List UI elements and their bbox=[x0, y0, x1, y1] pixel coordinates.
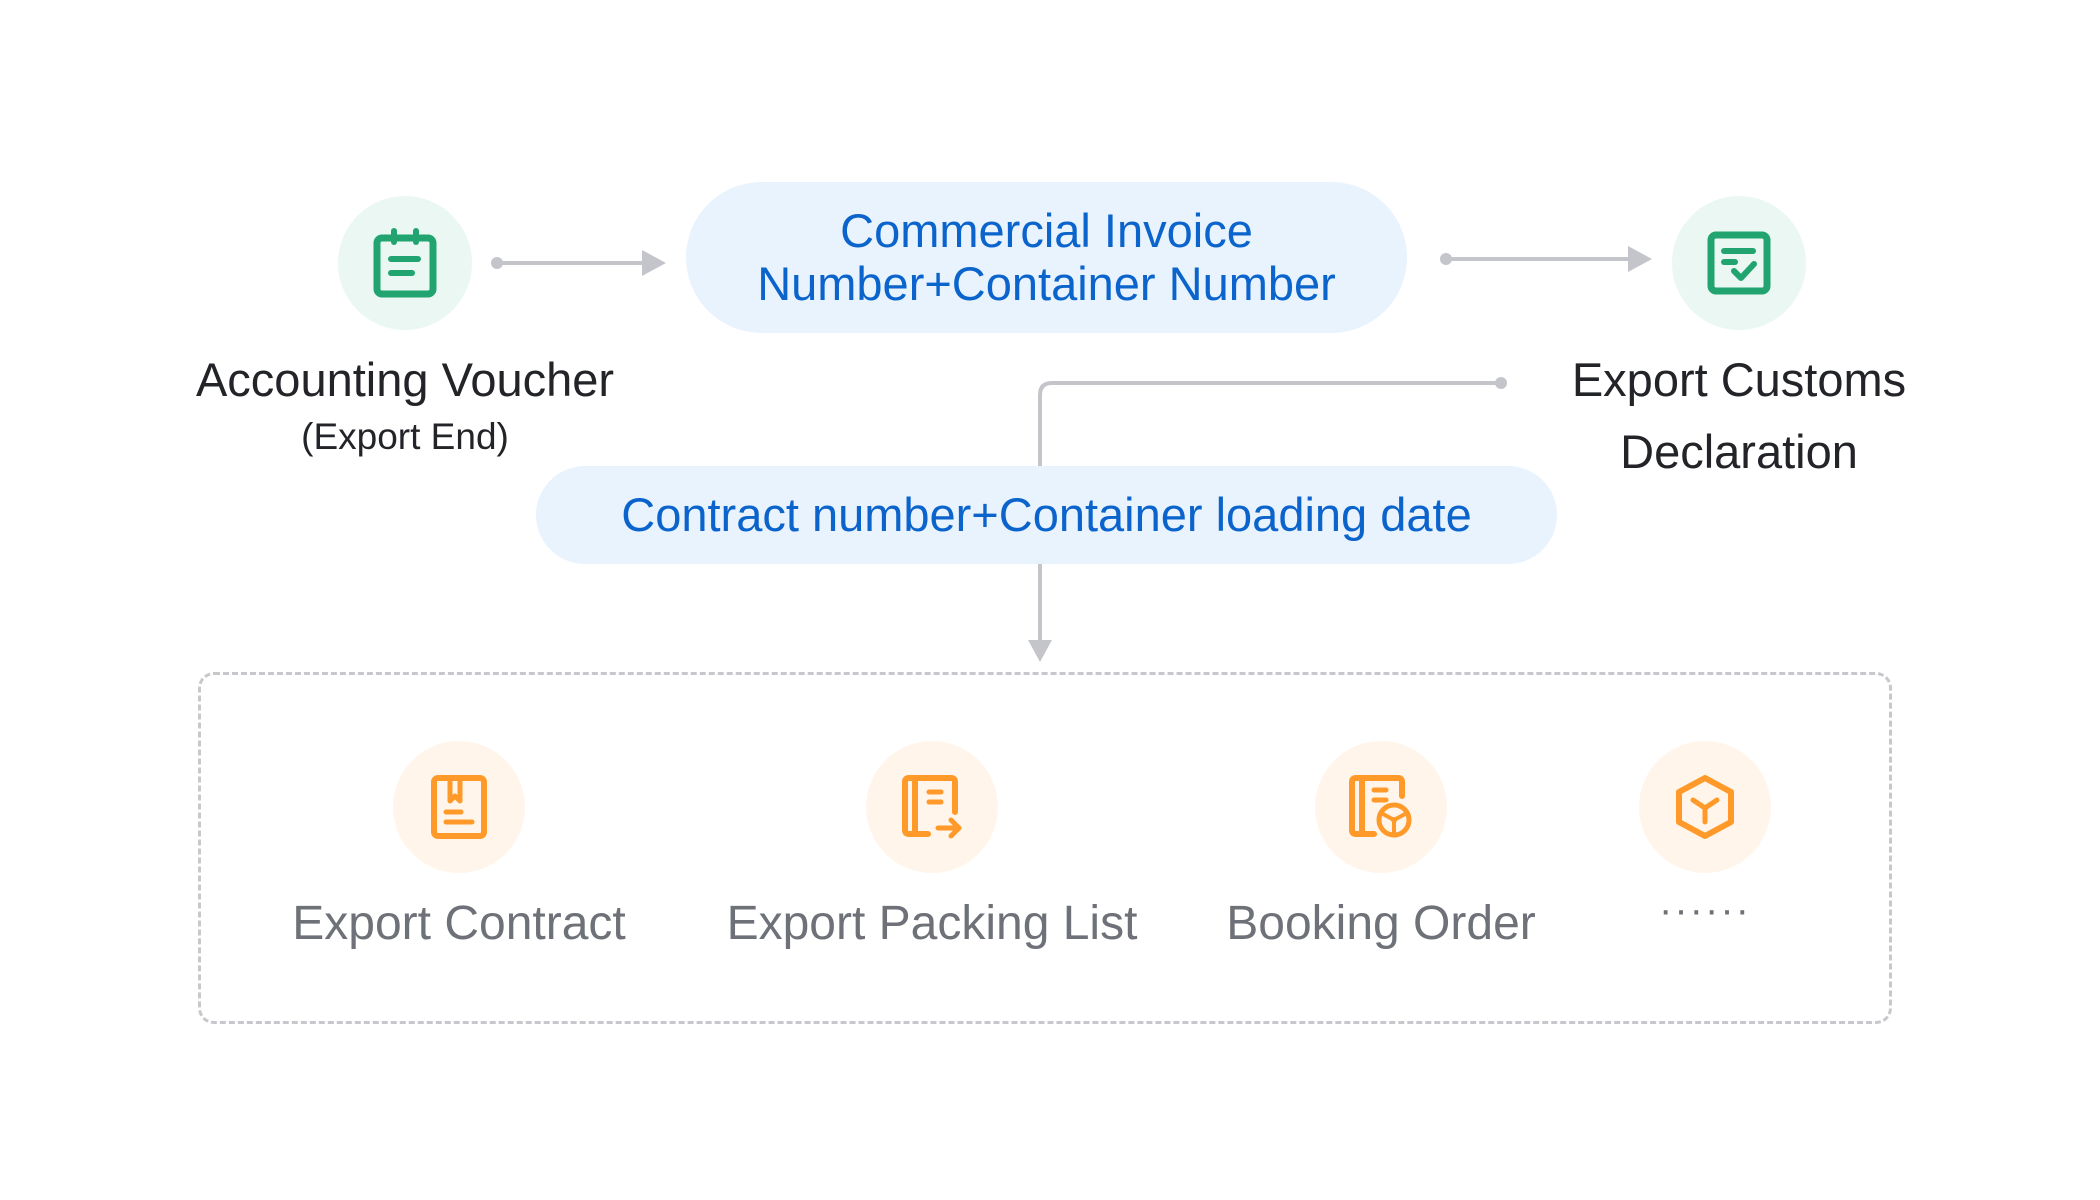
export-packing-list-label: Export Packing List bbox=[726, 897, 1138, 950]
accounting-voucher-node bbox=[338, 196, 472, 330]
accounting-voucher-sublabel: (Export End) bbox=[301, 416, 509, 457]
secondary-match-key-text: Contract number+Container loading date bbox=[621, 487, 1472, 541]
notepad-icon bbox=[373, 228, 437, 298]
export-contract-label: Export Contract bbox=[292, 897, 626, 950]
accounting-voucher-label: Accounting Voucher bbox=[195, 353, 615, 406]
more-documents-ellipsis: ······ bbox=[1659, 888, 1751, 932]
secondary-match-key-pill: Contract number+Container loading date bbox=[536, 466, 1557, 564]
checklist-icon bbox=[1707, 231, 1771, 295]
export-contract-node bbox=[393, 741, 525, 873]
export-packing-list-node bbox=[866, 741, 998, 873]
customs-declaration-label-line1: Export Customs bbox=[1571, 353, 1907, 406]
booking-order-node bbox=[1315, 741, 1447, 873]
arrow-primary-key-to-customs bbox=[1440, 246, 1652, 272]
box-cube-icon bbox=[1676, 775, 1734, 839]
customs-declaration-node bbox=[1672, 196, 1806, 330]
primary-match-key-line1: Commercial Invoice bbox=[840, 203, 1253, 257]
booking-order-label: Booking Order bbox=[1226, 897, 1536, 950]
related-documents-box bbox=[198, 672, 1892, 1024]
connector-customs-to-secondary-key bbox=[1038, 377, 1507, 468]
arrow-secondary-key-to-documents bbox=[1028, 564, 1052, 662]
document-steering-wheel-icon bbox=[1349, 775, 1412, 838]
arrow-voucher-to-primary-key bbox=[491, 250, 666, 276]
customs-declaration-label-line2: Declaration bbox=[1620, 425, 1858, 478]
primary-match-key-line2: Number+Container Number bbox=[757, 256, 1336, 310]
primary-match-key-pill: Commercial Invoice Number+Container Numb… bbox=[686, 182, 1407, 333]
more-documents-node bbox=[1639, 741, 1771, 873]
bookmark-document-icon bbox=[431, 775, 487, 839]
document-export-icon bbox=[902, 775, 962, 839]
